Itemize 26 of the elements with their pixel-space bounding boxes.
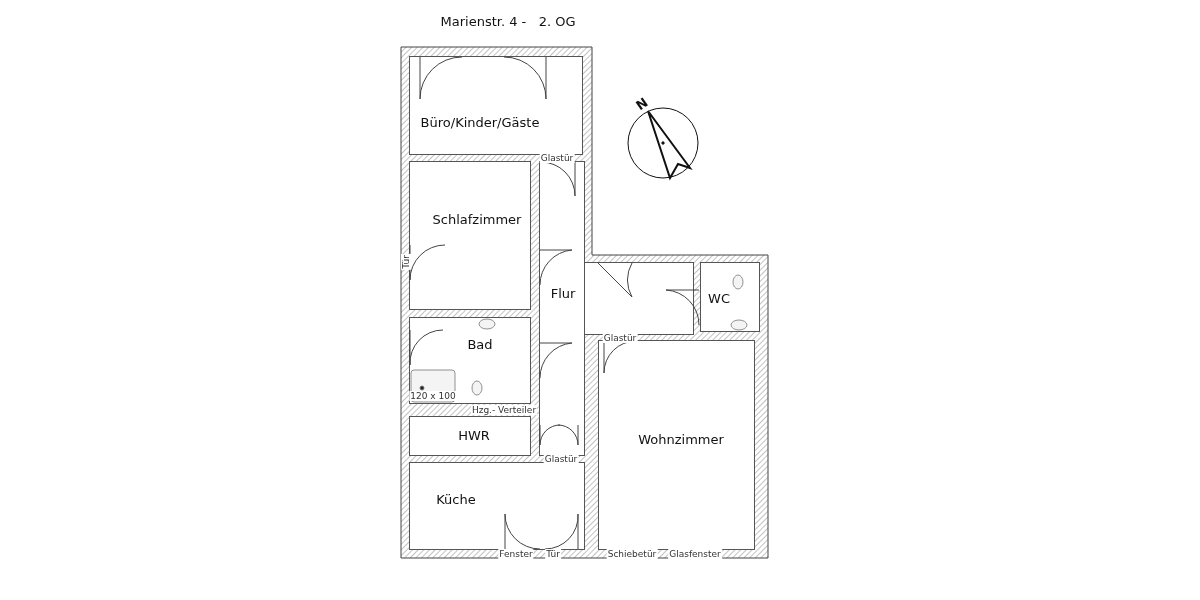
wall-opening-label: Tür [545, 549, 561, 559]
room-label: Flur [550, 285, 576, 301]
room-label: Büro/Kinder/Gäste [420, 114, 540, 130]
room-area [409, 416, 531, 456]
room-area [409, 56, 583, 155]
room-label: Bad [467, 336, 493, 352]
wall-opening-label: Hzg.- Verteiler [470, 405, 538, 415]
room-area [598, 340, 755, 550]
wall-opening-label: Glastür [543, 454, 579, 464]
wall-opening-label: Glastür [539, 153, 575, 163]
wall-opening-label: Fenster [498, 549, 534, 559]
room-label: Schlafzimmer [432, 211, 522, 227]
room-area [700, 262, 760, 332]
room-label: WC [708, 290, 730, 306]
north-label: N [633, 94, 651, 114]
wall-opening-label: Glastür [602, 333, 638, 343]
dimension-label: 120 x 100 [409, 391, 457, 401]
room-area [409, 462, 585, 550]
wall-opening-label: Glasfenster [668, 549, 722, 559]
room-label: Wohnzimmer [638, 431, 724, 447]
room-label: HWR [458, 427, 490, 443]
wall-opening-label: Schiebetür [606, 549, 658, 559]
wall-opening-label: Tür [401, 254, 411, 270]
plan-title: Marienstr. 4 - 2. OG [440, 14, 576, 29]
room-area [409, 161, 531, 310]
room-label: Küche [436, 491, 476, 507]
